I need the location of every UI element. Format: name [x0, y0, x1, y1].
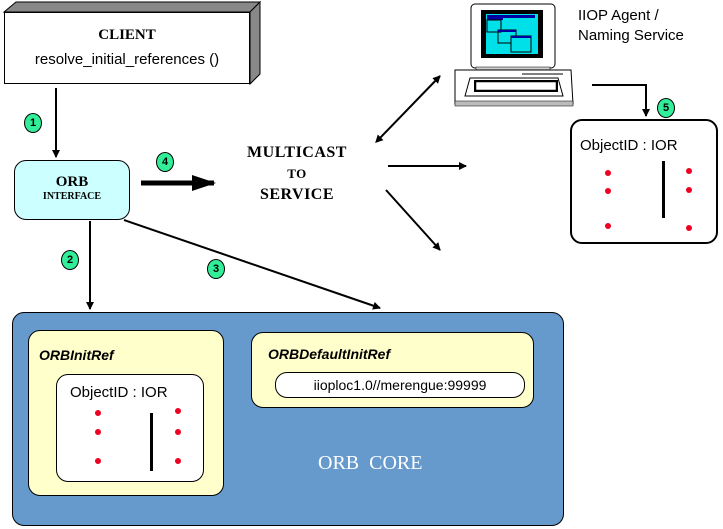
agent-table-header: ObjectID : IOR [580, 137, 678, 154]
init-ref-object-table: ObjectID : IOR [56, 374, 204, 482]
client-method: resolve_initial_references () [34, 51, 220, 68]
computer-icon [454, 3, 574, 107]
agent-label-line2: Naming Service [578, 27, 684, 44]
orb-interface-box: ORB INTERFACE [14, 160, 130, 220]
step-badge-3: 3 [207, 259, 225, 279]
agent-object-table: ObjectID : IOR [570, 119, 718, 244]
orb-default-init-ref-title: ORBDefaultInitRef [268, 346, 391, 362]
step-badge-1: 1 [24, 113, 42, 133]
orb-core-label: ORB CORE [318, 452, 423, 474]
client-title: CLIENT [98, 27, 156, 43]
default-init-ref-value: iioploc1.0//merengue:99999 [275, 372, 525, 398]
step-badge-2: 2 [61, 250, 79, 270]
multicast-service-label: MULTICAST TO SERVICE [222, 142, 372, 205]
table-dot [605, 223, 611, 229]
table-dot [95, 458, 101, 464]
agent-label: IIOP Agent / Naming Service [578, 6, 684, 46]
table-dot [95, 429, 101, 435]
table-dot [605, 170, 611, 176]
multicast-line1: MULTICAST [247, 144, 347, 161]
table-dot [686, 187, 692, 193]
arrow-multicast-agent [375, 75, 441, 144]
multicast-line2: TO [287, 166, 307, 181]
orb-interface-title: ORB [55, 174, 89, 190]
table-dot [175, 408, 181, 414]
arrow-agent-to-table [592, 84, 650, 117]
client-box-side-face [249, 0, 261, 86]
orb-init-ref-title: ORBInitRef [39, 347, 114, 363]
arrow-orb-to-defaultinitref [123, 219, 381, 310]
client-box-top-face [2, 1, 262, 13]
client-box: CLIENT resolve_initial_references () [4, 12, 250, 84]
table-divider [150, 413, 153, 471]
arrow-multicast-down-right [385, 189, 441, 251]
table-divider [662, 161, 665, 218]
step-badge-4: 4 [156, 152, 174, 172]
orb-interface-subtitle: INTERFACE [42, 191, 102, 202]
init-ref-table-header: ObjectID : IOR [70, 384, 168, 401]
table-dot [175, 458, 181, 464]
table-dot [686, 225, 692, 231]
step-badge-5: 5 [657, 98, 675, 118]
agent-label-line1: IIOP Agent / [578, 7, 659, 24]
table-dot [95, 410, 101, 416]
table-dot [686, 168, 692, 174]
arrow-orb-to-multicast-head [192, 175, 216, 191]
multicast-line3: SERVICE [259, 186, 335, 203]
table-dot [175, 429, 181, 435]
table-dot [605, 188, 611, 194]
